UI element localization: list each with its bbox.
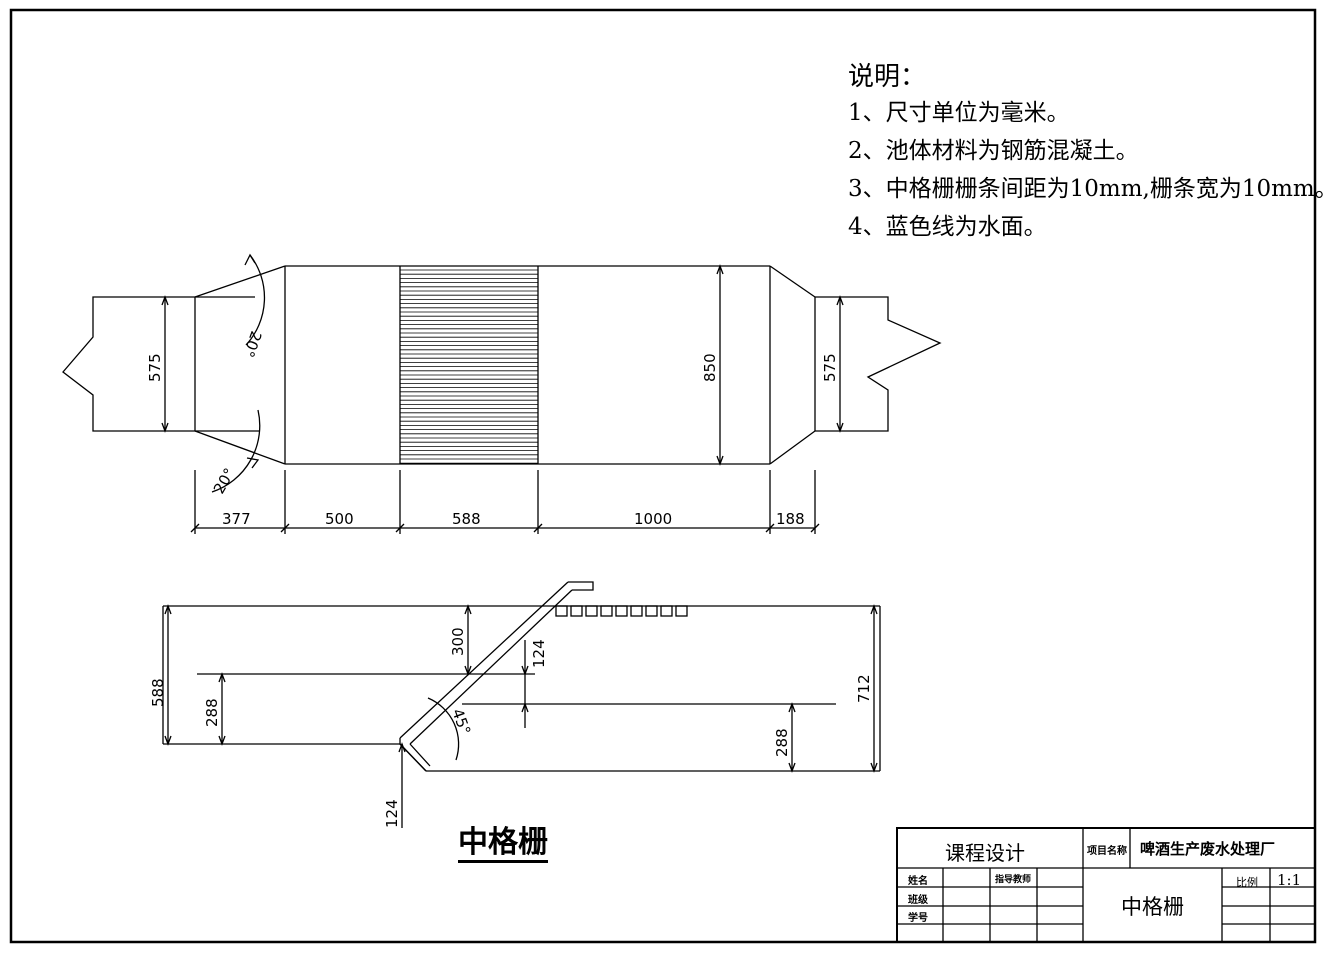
note-line: 3、中格栅栅条间距为10mm,栅条宽为10mm。: [848, 176, 1332, 202]
drawing-title: 中格栅: [458, 826, 548, 863]
screen-bars: [400, 269, 538, 464]
dim-sec-124-mid: 124: [530, 639, 548, 668]
scale-value: 1:1: [1277, 871, 1302, 889]
walkway-block: [630, 605, 643, 617]
dimension-tick: [190, 523, 200, 533]
dim-sec-288-left: 288: [203, 698, 221, 727]
dimension-tick: [765, 523, 775, 533]
name-label: 姓名: [908, 876, 928, 887]
dim-channel-width: 850: [701, 353, 719, 382]
id-label: 学号: [908, 913, 928, 924]
note-line: 1、尺寸单位为毫米。: [848, 100, 1070, 126]
dim-sec-300: 300: [449, 627, 467, 656]
angle-top: 20°: [239, 329, 265, 360]
dimension-tick: [395, 523, 405, 533]
dim-sec-712: 712: [855, 674, 873, 703]
dim-inlet-width: 575: [146, 353, 164, 382]
advisor-label: 指导教师: [995, 875, 1032, 885]
notes-title: 说明：: [848, 62, 927, 92]
angle-45: 45°: [448, 706, 474, 737]
dim-500: 500: [325, 510, 354, 528]
sheet-name: 中格栅: [1121, 895, 1184, 919]
walkway-block: [570, 605, 583, 617]
walkway-block: [585, 605, 598, 617]
plan-view: [62, 253, 942, 534]
walkway-block: [615, 605, 628, 617]
sheet-border: [9, 8, 1317, 944]
dim-sec-588: 588: [149, 678, 167, 707]
dim-outlet-width: 575: [821, 353, 839, 382]
dimension-tick: [280, 523, 290, 533]
section-view: [162, 581, 881, 828]
class-label: 班级: [908, 895, 928, 906]
note-line: 4、蓝色线为水面。: [848, 214, 1047, 240]
project-name: 啤酒生产废水处理厂: [1140, 840, 1276, 858]
dim-377: 377: [222, 510, 251, 528]
notes-block: 说明： 1、尺寸单位为毫米。 2、池体材料为钢筋混凝土。 3、中格栅栅条间距为1…: [848, 60, 1332, 246]
scale-label: 比例: [1236, 876, 1258, 889]
dimension-tick: [810, 523, 820, 533]
course-label: 课程设计: [945, 841, 1025, 865]
walkway-block: [600, 605, 613, 617]
note-line: 2、池体材料为钢筋混凝土。: [848, 138, 1139, 164]
dim-588: 588: [452, 510, 481, 528]
walkway-block: [555, 605, 568, 617]
walkway-block: [675, 605, 688, 617]
walkway-block: [660, 605, 673, 617]
dim-1000: 1000: [634, 510, 672, 528]
dim-sec-288-right: 288: [773, 728, 791, 757]
title-block: [896, 827, 1316, 943]
dim-188: 188: [776, 510, 805, 528]
angle-bottom: 20°: [210, 465, 239, 497]
dimension-tick: [533, 523, 543, 533]
dim-sec-124-bottom: 124: [383, 799, 401, 828]
project-label: 项目名称: [1087, 846, 1127, 857]
walkway-block: [645, 605, 658, 617]
